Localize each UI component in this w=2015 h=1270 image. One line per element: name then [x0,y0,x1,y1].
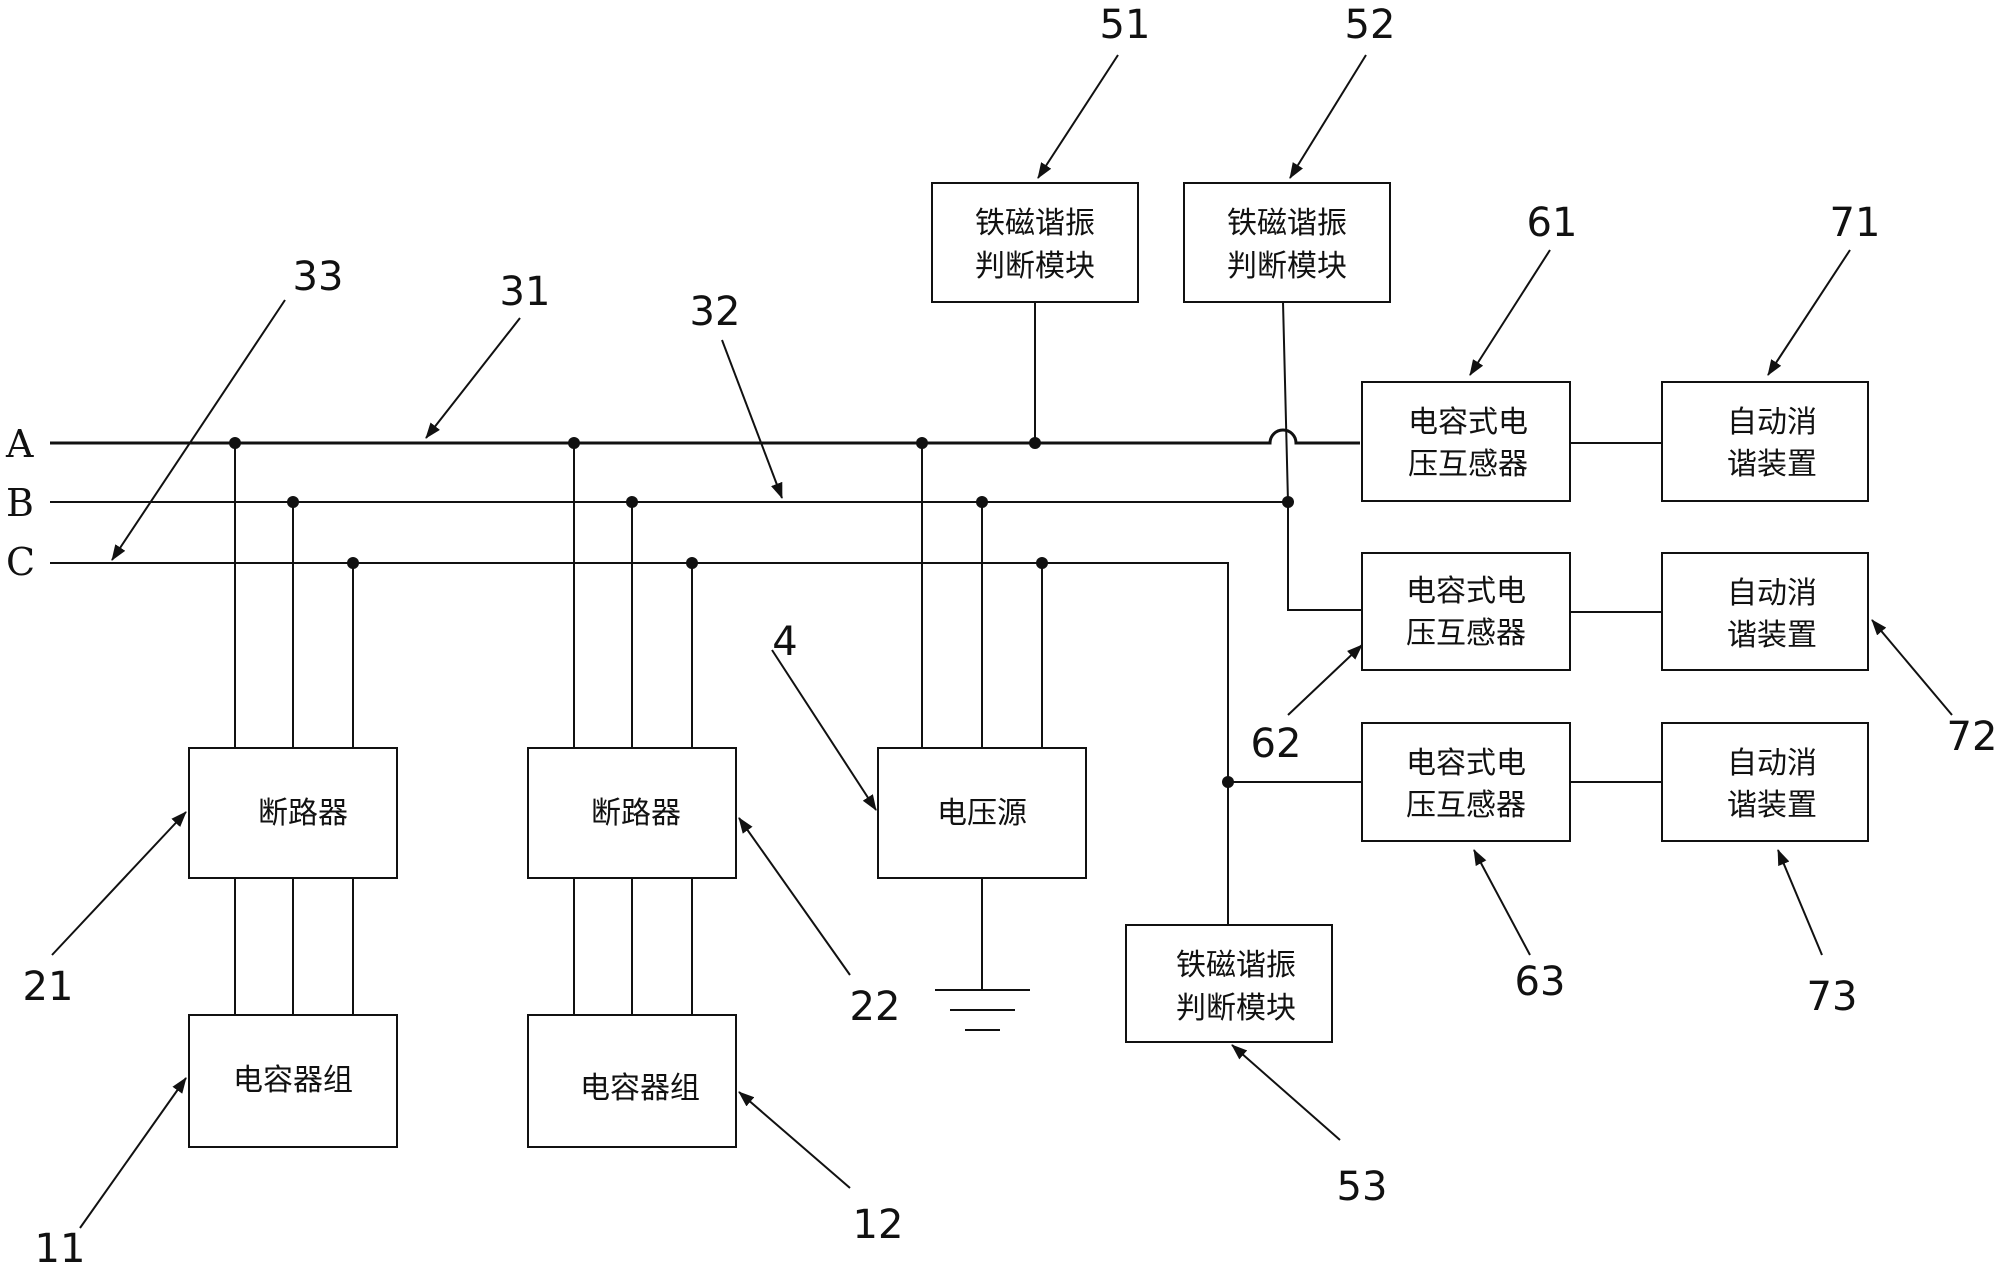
ferro-module-53-line1: 铁磁谐振 [1176,948,1296,983]
breaker-1-drops [234,443,354,1015]
ferro-module-53: 铁磁谐振 判断模块 [1125,924,1333,1043]
phase-c-bus [50,562,1229,925]
phase-a-bus [50,428,1360,445]
junction-dots [229,437,1294,788]
ref-52: 52 [1345,2,1396,48]
voltage-source-label: 电压源 [937,796,1027,831]
voltage-source: 电压源 [877,747,1087,879]
suppressor-73-line2: 谐装置 [1727,788,1817,823]
cvt-63-line1: 电容式电 [1406,746,1526,781]
suppressor-72: 自动消 谐装置 [1661,552,1869,671]
bus-lines [50,428,1360,925]
cvt-62-line2: 压互感器 [1406,616,1526,651]
ferro-module-53-line2: 判断模块 [1176,991,1296,1026]
ferro-module-52: 铁磁谐振 判断模块 [1183,182,1391,303]
breaker-1: 断路器 [188,747,398,879]
ref-51: 51 [1100,2,1151,48]
suppressor-71-line2: 谐装置 [1727,447,1817,482]
ref-12: 12 [853,1202,904,1248]
capacitor-bank-2: 电容器组 [527,1014,737,1148]
voltage-source-wiring [921,443,1043,990]
ferro-module-51-line1: 铁磁谐振 [975,206,1095,241]
breaker-2: 断路器 [527,747,737,879]
ground-icon [935,989,1030,1031]
suppressor-71-line1: 自动消 [1727,405,1817,440]
ref-33: 33 [293,254,344,300]
ref-21: 21 [23,964,74,1010]
breaker-2-drops [573,443,693,1015]
ref-31: 31 [500,269,551,315]
cvt-63: 电容式电 压互感器 [1361,722,1571,842]
ferro-module-wiring [1034,301,1362,783]
breaker-1-label: 断路器 [258,796,348,831]
ref-4: 4 [772,619,797,665]
ref-62: 62 [1251,721,1302,767]
cvt-63-line2: 压互感器 [1406,788,1526,823]
phase-a-label: A [5,422,34,466]
phase-c-label: C [6,540,35,584]
ref-22: 22 [850,984,901,1030]
ref-53: 53 [1337,1164,1388,1210]
cvt-61-line2: 压互感器 [1408,447,1528,482]
cvt-61: 电容式电 压互感器 [1361,381,1571,502]
cvt-to-suppressor-wiring [1570,442,1662,783]
suppressor-72-line1: 自动消 [1727,576,1817,611]
ref-71: 71 [1830,200,1881,246]
breaker-2-label: 断路器 [591,796,681,831]
ref-11: 11 [35,1226,86,1270]
ferro-module-52-line1: 铁磁谐振 [1227,206,1347,241]
suppressor-71: 自动消 谐装置 [1661,381,1869,502]
ref-63: 63 [1515,959,1566,1005]
suppressor-73: 自动消 谐装置 [1661,722,1869,842]
suppressor-72-line2: 谐装置 [1727,618,1817,653]
capacitor-bank-1-label: 电容器组 [233,1063,353,1098]
suppressor-73-line1: 自动消 [1727,746,1817,781]
ref-32: 32 [690,289,741,335]
ferro-module-51-line2: 判断模块 [975,249,1095,284]
reference-arrows [51,54,1953,1229]
ref-73: 73 [1807,974,1858,1020]
ref-61: 61 [1527,200,1578,246]
cvt-62-line1: 电容式电 [1406,574,1526,609]
capacitor-bank-1: 电容器组 [188,1014,398,1148]
phase-b-label: B [6,481,34,525]
capacitor-bank-2-label: 电容器组 [580,1071,700,1106]
ferro-module-51: 铁磁谐振 判断模块 [931,182,1139,303]
ref-72: 72 [1947,714,1998,760]
cvt-61-line1: 电容式电 [1408,405,1528,440]
ferro-module-52-line2: 判断模块 [1227,249,1347,284]
cvt-62: 电容式电 压互感器 [1361,552,1571,671]
